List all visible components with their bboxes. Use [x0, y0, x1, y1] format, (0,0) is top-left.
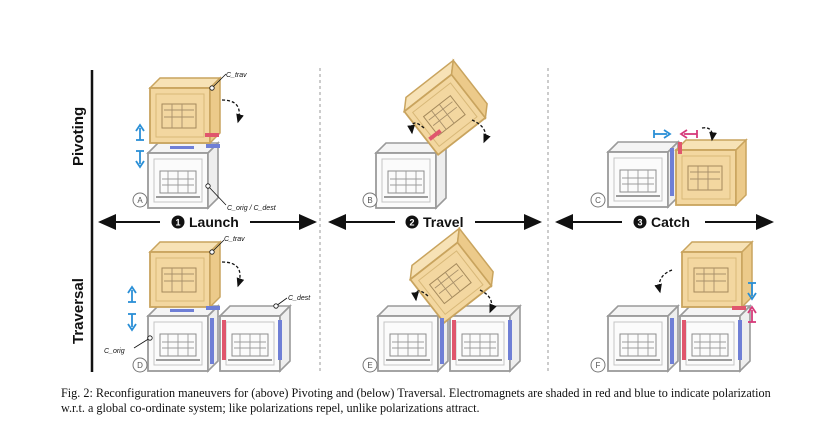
- rotation-arrow: [221, 99, 244, 124]
- magnet-red: [222, 320, 226, 360]
- phase-label-travel: 2 Travel: [405, 214, 463, 230]
- magnet-blue: [210, 318, 214, 364]
- phase-name: Launch: [189, 214, 239, 230]
- magnet-red: [678, 142, 682, 154]
- magnet-blue: [278, 320, 282, 360]
- leader-line: [133, 337, 151, 349]
- rotation-arrow: [411, 290, 429, 302]
- label-c-orig-dest: C_orig / C_dest: [227, 205, 277, 212]
- rotation-arrow: [471, 119, 491, 144]
- caught-module: [675, 139, 747, 206]
- leader-line: [211, 239, 225, 253]
- rotation-arrow: [654, 269, 673, 294]
- figure-illustration: 1 Launch 2 Travel 3 Catch: [90, 59, 774, 373]
- panel-b: B: [362, 59, 495, 209]
- arrow-left-icon: [679, 129, 698, 139]
- panel-letter: E: [367, 361, 372, 370]
- phase-number: 3: [637, 218, 642, 228]
- phase-number-badge: [405, 215, 419, 229]
- figure-caption: Fig. 2: Reconfiguration maneuvers for (a…: [61, 386, 771, 415]
- magnet-red: [205, 133, 219, 137]
- leader-line: [211, 73, 227, 89]
- module-cube: [607, 141, 679, 208]
- magnet-red: [452, 320, 456, 360]
- magnet-red: [732, 306, 746, 310]
- panel-f: F: [590, 241, 757, 373]
- arrow-up-icon: [135, 123, 145, 141]
- panel-letter: F: [596, 361, 601, 370]
- phase-name: Travel: [423, 214, 463, 230]
- caught-module: [681, 241, 753, 308]
- magnet-blue: [670, 318, 674, 364]
- panel-d: C_trav C_dest C_orig D: [104, 236, 311, 373]
- magnet-blue: [170, 146, 194, 149]
- module-cube: [147, 305, 219, 372]
- magnet-blue: [206, 306, 220, 310]
- arrow-down-icon: [135, 150, 145, 169]
- panel-letter: A: [137, 196, 143, 205]
- magnet-blue: [738, 320, 742, 360]
- phase-name: Catch: [651, 214, 690, 230]
- arrow-up-icon: [747, 305, 757, 323]
- phase-number: 1: [175, 218, 180, 228]
- label-c-trav: C_trav: [224, 236, 245, 243]
- arrow-down-icon: [127, 313, 137, 332]
- label-c-trav: C_trav: [226, 72, 247, 79]
- phase-label-launch: 1 Launch: [171, 214, 239, 230]
- panel-letter: C: [595, 196, 601, 205]
- panel-letter: B: [367, 196, 372, 205]
- panel-c: C: [590, 127, 747, 208]
- leader-line: [207, 185, 227, 206]
- figure: 1 Launch 2 Travel 3 Catch: [70, 59, 774, 373]
- phase-number: 2: [409, 218, 414, 228]
- arrow-right-icon: [653, 129, 672, 139]
- arrow-up-icon: [127, 285, 137, 303]
- magnet-blue: [670, 148, 674, 196]
- panel-a: C_trav C_orig / C_dest A: [132, 72, 277, 212]
- rotation-arrow: [701, 127, 717, 142]
- magnet-blue: [170, 309, 194, 312]
- row-label-traversal: Traversal: [70, 278, 87, 344]
- traveling-module: [397, 59, 495, 156]
- row-label-pivoting: Pivoting: [70, 106, 87, 166]
- panel-letter: D: [137, 361, 143, 370]
- module-cube: [607, 305, 679, 372]
- label-c-orig: C_orig: [104, 348, 125, 355]
- magnet-blue: [508, 320, 512, 360]
- magnet-blue: [206, 144, 220, 148]
- magnet-red: [428, 129, 442, 141]
- phase-number-badge: [171, 215, 185, 229]
- magnet-blue: [440, 318, 444, 364]
- rotation-arrow: [221, 261, 245, 288]
- rotation-arrow: [407, 122, 425, 135]
- magnet-red: [682, 320, 686, 360]
- panel-e: E: [362, 227, 521, 373]
- arrow-down-icon: [747, 282, 757, 301]
- module-cube: [147, 142, 219, 209]
- label-c-dest: C_dest: [288, 295, 311, 302]
- phase-number-badge: [633, 215, 647, 229]
- phase-label-catch: 3 Catch: [633, 214, 690, 230]
- rotation-arrow: [479, 289, 497, 314]
